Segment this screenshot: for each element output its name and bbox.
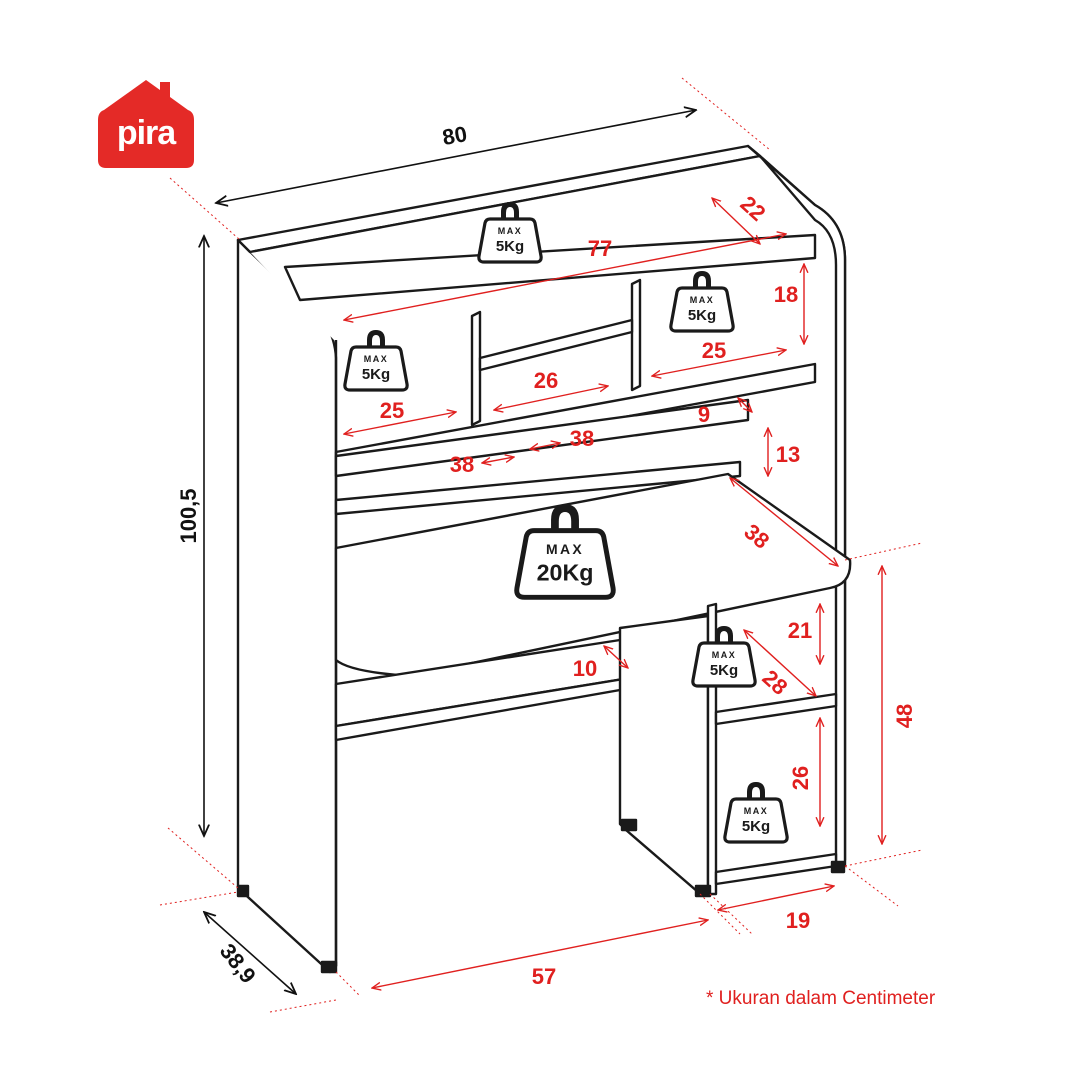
overall-dimension-lines <box>204 110 696 994</box>
weight-icon-desk: MAX 20Kg <box>514 504 616 600</box>
lower-shelf-left-label: 38 <box>450 452 474 477</box>
height-label: 100,5 <box>176 488 201 543</box>
weight-max-label: MAX <box>744 806 769 816</box>
small-shelf <box>334 398 750 478</box>
weight-load-label: 5Kg <box>688 307 716 324</box>
weight-load-label: 5Kg <box>496 238 524 255</box>
cabinet-bottom-shelf <box>714 852 838 886</box>
weight-load-label: 5Kg <box>710 662 738 679</box>
small-shelf-depth-label: 9 <box>698 402 710 427</box>
weight-max-label: MAX <box>712 650 737 660</box>
weight-icon-cabinet-upper: MAX 5Kg <box>691 626 757 688</box>
weight-max-label: MAX <box>690 295 715 305</box>
weight-icon-cabinet-lower: MAX 5Kg <box>723 782 789 844</box>
weight-max-label: MAX <box>546 541 584 557</box>
weight-max-label: MAX <box>498 226 523 236</box>
left-compartment-width-label: 25 <box>380 398 404 423</box>
cabinet-top-shelf <box>714 692 838 726</box>
right-unit-width-label: 19 <box>786 908 810 933</box>
foot-right <box>830 860 846 874</box>
weight-icon-upper-right: MAX 5Kg <box>669 271 735 333</box>
extension-lines <box>159 77 923 1013</box>
keyboard-tray-depth-label: 10 <box>573 656 597 681</box>
weight-icon-upper-left: MAX 5Kg <box>343 330 409 392</box>
right-unit-height-label: 48 <box>892 704 917 728</box>
desk-width-label: 57 <box>532 964 556 989</box>
weight-max-label: MAX <box>364 354 389 364</box>
cabinet-lower-height-label: 26 <box>788 766 813 790</box>
small-shelf-width-label: 38 <box>570 426 594 451</box>
foot-center <box>620 818 638 832</box>
lower-back-rail <box>334 460 742 516</box>
weight-load-label: 5Kg <box>742 818 770 835</box>
middle-compartment-width-label: 26 <box>534 368 558 393</box>
width-label: 80 <box>440 121 468 150</box>
foot-front <box>320 960 338 974</box>
depth-dim-line <box>204 912 296 994</box>
top-shelf-width-label: 77 <box>588 236 612 261</box>
foot-left <box>236 884 250 898</box>
house-logo-icon <box>98 80 194 168</box>
middle-shelf <box>478 318 634 372</box>
left-side-panel <box>236 238 338 974</box>
lower-gap-height-label: 13 <box>776 442 800 467</box>
width-dim-line <box>216 110 696 203</box>
depth-label: 38,9 <box>215 939 261 988</box>
weight-load-label: 20Kg <box>537 559 594 585</box>
cabinet-shelf-height-label: 21 <box>788 618 812 643</box>
upper-compartment-height-label: 18 <box>774 282 798 307</box>
red-dimension-lines <box>344 198 882 988</box>
right-compartment-width-label: 25 <box>702 338 726 363</box>
brand-name: pira <box>116 114 176 152</box>
weight-load-label: 5Kg <box>362 366 390 383</box>
weight-icon-top: MAX 5Kg <box>477 202 543 264</box>
unit-note: * Ukuran dalam Centimeter <box>706 988 936 1009</box>
pira-logo: pira <box>96 76 196 170</box>
divider-right <box>630 278 642 392</box>
center-support <box>618 614 710 894</box>
foot-cabinet <box>694 884 712 898</box>
